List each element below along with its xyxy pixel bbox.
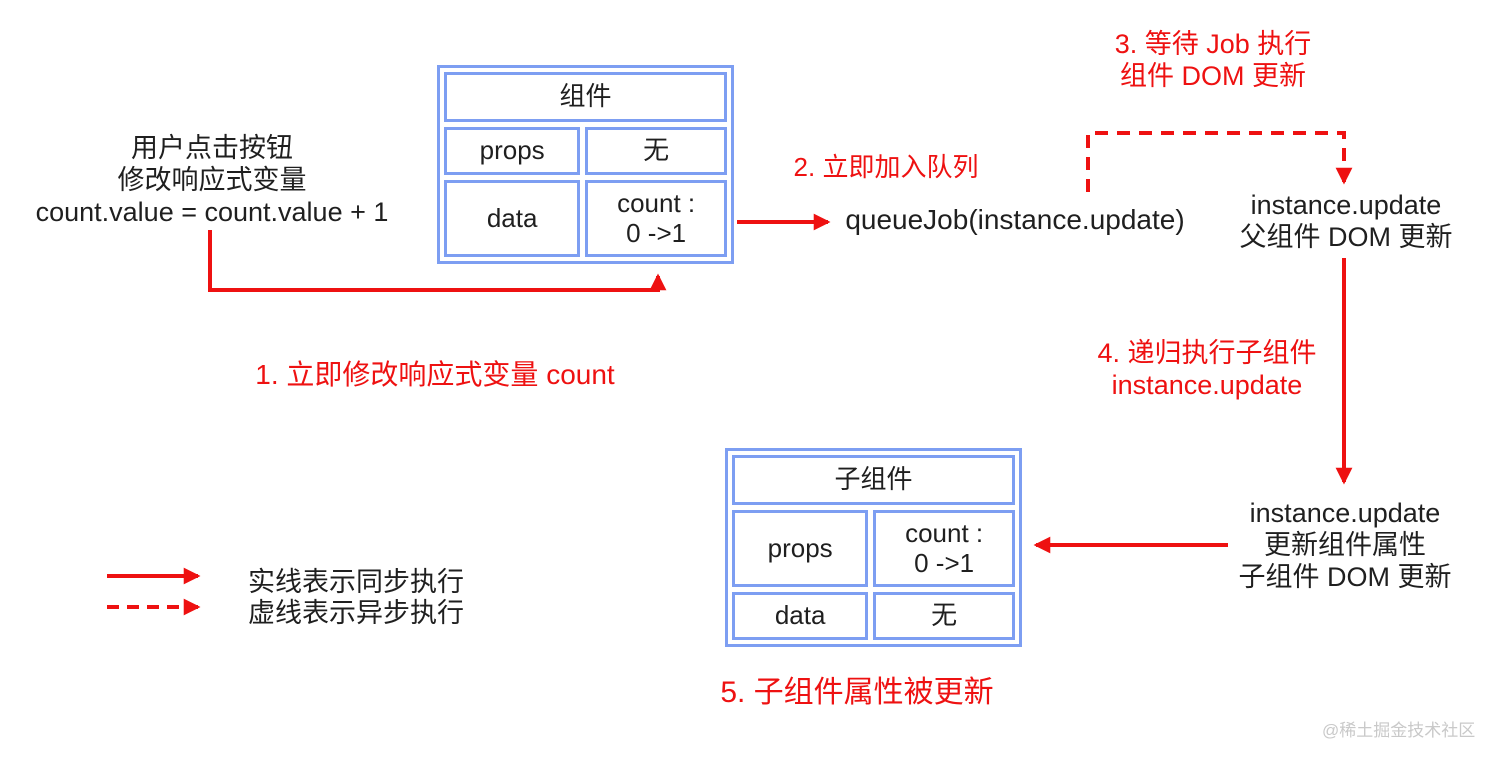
step1-label: 1. 立即修改响应式变量 count <box>255 359 615 390</box>
legend-dashed-label: 虚线表示异步执行 <box>248 598 464 628</box>
step3-label: 3. 等待 Job 执行 组件 DOM 更新 <box>1115 28 1312 92</box>
parent-update-note: instance.update 父组件 DOM 更新 <box>1240 189 1453 253</box>
parent-update-line2: 父组件 DOM 更新 <box>1239 222 1453 252</box>
child-update-line2: 更新组件属性 <box>1264 530 1426 560</box>
child-update-note: instance.update 更新组件属性 子组件 DOM 更新 <box>1239 497 1452 593</box>
legend-solid-label: 实线表示同步执行 <box>248 567 464 597</box>
arrow-step3-dashed <box>1086 131 1353 192</box>
step4-line1: 4. 递归执行子组件 <box>1097 338 1317 368</box>
step4-label: 4. 递归执行子组件 instance.update <box>1097 337 1316 401</box>
component-table-data-key: data <box>444 180 581 257</box>
step5-label: 5. 子组件属性被更新 <box>720 676 994 709</box>
component-table-data-value: count : 0 ->1 <box>585 180 727 257</box>
child-table-props-value: count : 0 ->1 <box>873 510 1015 587</box>
child-update-line1: instance.update <box>1249 498 1441 528</box>
user-action-note: 用户点击按钮 修改响应式变量 count.value = count.value… <box>36 132 389 228</box>
component-table-props-value: 无 <box>585 127 727 175</box>
watermark: @稀土掘金技术社区 <box>1322 721 1476 740</box>
component-table: 组件 props 无 data count : 0 ->1 <box>437 65 734 264</box>
child-table-data-value: 无 <box>873 592 1015 640</box>
child-update-line3: 子组件 DOM 更新 <box>1238 562 1452 592</box>
parent-update-line1: instance.update <box>1250 190 1442 220</box>
step3-line1: 3. 等待 Job 执行 <box>1114 29 1312 59</box>
child-table-title: 子组件 <box>732 455 1015 505</box>
child-table-data-key: data <box>732 592 869 640</box>
user-action-line3: count.value = count.value + 1 <box>35 197 389 227</box>
step3-line2: 组件 DOM 更新 <box>1120 61 1306 91</box>
child-component-table: 子组件 props count : 0 ->1 data 无 <box>725 448 1022 647</box>
child-table-props-key: props <box>732 510 869 587</box>
component-table-props-key: props <box>444 127 581 175</box>
queuejob-label: queueJob(instance.update) <box>845 204 1185 235</box>
step4-line2: instance.update <box>1111 370 1303 400</box>
user-action-line2: 修改响应式变量 <box>117 165 307 195</box>
user-action-line1: 用户点击按钮 <box>130 133 293 163</box>
component-table-title: 组件 <box>444 72 727 122</box>
step2-label: 2. 立即加入队列 <box>793 152 979 182</box>
